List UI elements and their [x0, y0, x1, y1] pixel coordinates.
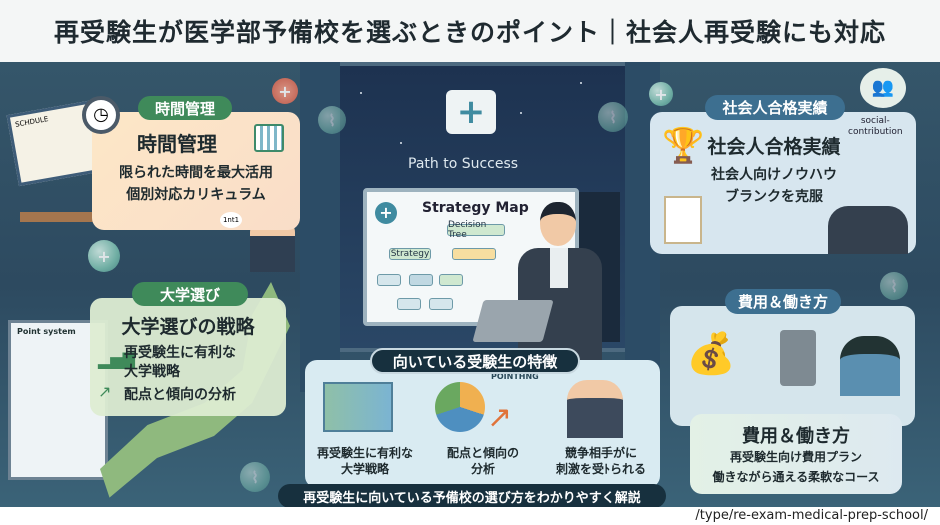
growth-chart-icon: ↗	[487, 400, 513, 435]
footer-banner: 再受験生に向いている予備校の選び方をわかりやすく解説	[278, 484, 666, 507]
path-to-success-label: Path to Success	[408, 156, 519, 172]
head	[540, 202, 576, 246]
working-line2: ブランクを克服	[725, 189, 823, 205]
time-heading: 時間管理	[137, 132, 217, 156]
point-system-label: Point system	[17, 327, 76, 336]
star	[400, 142, 402, 144]
time-line2: 個別対応カリキュラム	[126, 187, 266, 203]
time-management-card: 時間管理 限られた時間を最大活用 個別対応カリキュラム	[92, 112, 300, 230]
university-line1: 再受験生に有利な	[124, 345, 236, 361]
page-title: 再受験生が医学部予備校を選ぶときのポイント｜社会人再受験にも対応	[0, 0, 940, 62]
university-strategy-card: 大学選びの戦略 ▂▅▇ 再受験生に有利な 大学戦略 ↗ 配点と傾向の分析	[90, 298, 286, 416]
bar-chart-icon: ▂▅▇	[98, 350, 135, 369]
tree-branch-node: Strategy	[389, 248, 431, 260]
working-line1: 社会人向けノウハウ	[711, 167, 837, 183]
trait-2-line1: 配点と傾向の	[446, 446, 519, 460]
page-url: /type/re-exam-medical-prep-school/	[695, 508, 928, 523]
plus-bubble-icon: +	[649, 82, 673, 106]
couple-figure	[828, 206, 908, 254]
time-line1: 限られた時間を最大活用	[119, 165, 273, 181]
cost-line2: 働きながら通える柔軟なコース	[712, 470, 880, 484]
traits-tag: 向いている受験生の特徴	[370, 348, 580, 374]
dna-bubble-icon: ⌇	[318, 106, 346, 134]
tree-node	[397, 298, 421, 310]
star	[580, 82, 582, 84]
working-heading: 社会人合格実績	[707, 136, 841, 158]
working-adults-card: 🏆 社会人合格実績 社会人向けノウハウ ブランクを克服 social- cont…	[650, 112, 916, 254]
tree-node	[409, 274, 433, 286]
medical-kit-icon: +	[446, 90, 496, 134]
traits-card: POINTHNG ↗ 再受験生に有利な 大学戦略 配点と傾向の 分析 競争相手が…	[305, 360, 660, 488]
time-tag: 時間管理	[138, 96, 232, 120]
plus-bubble-icon: +	[272, 78, 298, 104]
desk	[20, 212, 100, 222]
university-tag: 大学選び	[132, 282, 248, 306]
trait-2-line2: 分析	[470, 462, 495, 476]
calculator-icon	[780, 330, 816, 386]
woman-laptop-figure	[840, 336, 900, 396]
laptop-icon	[472, 300, 554, 342]
star	[360, 92, 362, 94]
tree-root-node: Decision Tree	[447, 220, 505, 240]
dna-bubble-icon: ⌇	[880, 272, 908, 300]
tree-node	[429, 298, 453, 310]
trophy-icon: 🏆	[662, 126, 705, 166]
chat-bubble: 1nt1	[220, 212, 242, 228]
university-heading: 大学選びの戦略	[121, 316, 255, 338]
trait-1-line1: 再受験生に有利な	[316, 446, 413, 460]
dna-bubble-icon: ⌇	[240, 462, 270, 492]
shirt	[550, 248, 568, 288]
calendar-icon	[254, 124, 284, 152]
pie-chart-icon	[435, 382, 485, 432]
tree-node	[439, 274, 463, 286]
plus-icon: +	[375, 202, 397, 224]
cost-card: 💰	[670, 306, 915, 426]
map-pin-icon	[323, 382, 393, 432]
trait-3-line2: 刺激を受ﾄられる	[555, 462, 646, 476]
trait-1-line2: 大学戦略	[340, 462, 389, 476]
dna-bubble-icon: ⌇	[598, 102, 628, 132]
cost-detail-card: 費用＆働き方 再受験生向け費用プラン 働きながら通える柔軟なコース	[690, 414, 902, 494]
tree-node	[377, 274, 401, 286]
student-figure	[567, 380, 623, 438]
star	[520, 112, 522, 114]
illustration-scene: + Path to Success + Strategy Map Decisio…	[0, 62, 940, 507]
stopwatch-icon: ◷	[82, 96, 120, 134]
people-icon: 👥	[860, 68, 906, 108]
tree-node	[452, 248, 496, 260]
plus-bubble-icon: +	[88, 240, 120, 272]
cost-heading: 費用＆働き方	[742, 426, 850, 447]
trend-up-icon: ↗	[98, 382, 112, 401]
social-contribution-label: social- contribution	[848, 116, 903, 137]
board-title: Strategy Map	[422, 200, 529, 216]
university-line2: 大学戦略	[124, 364, 180, 380]
trait-3-line1: 競争相手がに	[564, 446, 637, 460]
cost-line1: 再受験生向け費用プラン	[729, 450, 862, 464]
certificate-icon	[664, 196, 702, 244]
pointing-label: POINTHNG	[491, 372, 539, 381]
money-bag-icon: 💰	[686, 331, 736, 377]
university-line3: 配点と傾向の分析	[124, 387, 236, 403]
cost-tag: 費用＆働き方	[725, 289, 841, 314]
working-adults-tag: 社会人合格実績	[705, 95, 845, 120]
